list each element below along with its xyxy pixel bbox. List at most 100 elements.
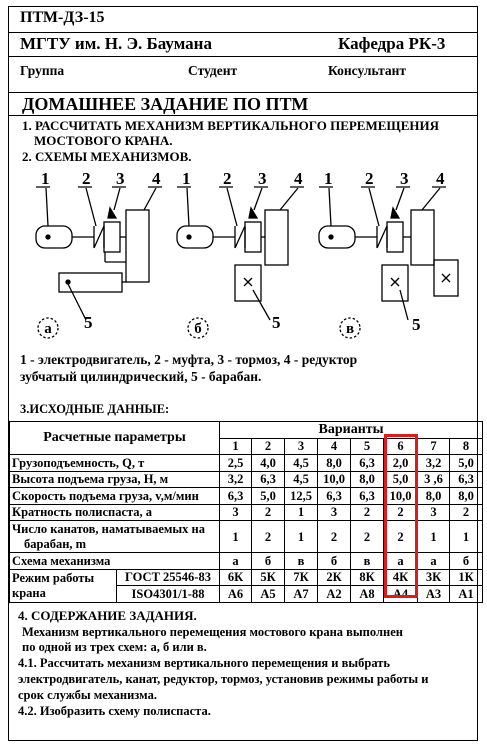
variant-6-highlight: [384, 434, 418, 598]
table-cell: 3К: [417, 568, 450, 586]
consultant-label: Консультант: [328, 63, 407, 78]
table-cell: А5: [251, 585, 285, 603]
table-cell: 5К: [251, 568, 285, 586]
scheme-a-num-1: 1: [41, 169, 50, 188]
table-cell: 1К: [448, 568, 484, 586]
scheme-a-num-3: 3: [116, 169, 125, 188]
table-cell: 2: [448, 503, 484, 521]
variant-number: 7: [417, 437, 450, 455]
table-cell: 1: [284, 520, 318, 553]
variant-number: 1: [219, 437, 252, 455]
table-cell: 2: [251, 520, 285, 553]
table-cell: 12,5: [284, 487, 318, 505]
input-data-title: 3.ИСХОДНЫЕ ДАННЫЕ:: [20, 402, 170, 416]
table-cell: 4,5: [284, 454, 318, 472]
table-cell: в: [284, 552, 318, 570]
section4-line: по одной из трех схем: а, б или в.: [22, 640, 207, 654]
mode-label: Режим работы крана: [9, 568, 117, 603]
table-cell: 3 ,6: [417, 470, 450, 488]
scheme-b-num-5: 5: [272, 313, 281, 332]
task-item-1: 1. РАССЧИТАТЬ МЕХАНИЗМ ВЕРТИКАЛЬНОГО ПЕР…: [22, 118, 439, 133]
divider: [8, 56, 478, 57]
table-cell: 8,0: [417, 487, 450, 505]
param-name: Высота подъема груза, Н, м: [9, 470, 220, 488]
table-cell: 1: [219, 520, 252, 553]
scheme-c-num-3: 3: [400, 169, 409, 188]
table-cell: а: [219, 552, 252, 570]
variant-number: 2: [251, 437, 285, 455]
table-cell: 6,3: [219, 487, 252, 505]
table-cell: 7К: [284, 568, 318, 586]
section4-line: 4.1. Рассчитать механизм вертикального п…: [18, 656, 391, 670]
divider: [8, 115, 478, 116]
table-cell: 1: [284, 503, 318, 521]
scheme-c-num-1: 1: [324, 169, 333, 188]
table-cell: 4,0: [251, 454, 285, 472]
table-cell: 8К: [350, 568, 384, 586]
table-cell: 3: [317, 503, 351, 521]
scheme-b-num-4: 4: [294, 169, 303, 188]
table-cell: 6,3: [350, 487, 384, 505]
table-cell: 1: [448, 520, 484, 553]
department-name: Кафедра РК-3: [338, 34, 446, 53]
table-cell: 6,3: [251, 470, 285, 488]
variant-number: 3: [284, 437, 318, 455]
group-label: Группа: [20, 63, 65, 78]
scheme-a-num-4: 4: [152, 169, 161, 188]
variant-numbers-row: 1 2 3 4 5 6 7 8: [10, 437, 484, 455]
table-cell: 8,0: [317, 454, 351, 472]
table-cell: А1: [448, 585, 484, 603]
table-cell: 2: [317, 520, 351, 553]
page-title: ДОМАШНЕЕ ЗАДАНИЕ ПО ПТМ: [22, 94, 309, 114]
table-cell: 2,5: [219, 454, 252, 472]
table-row: Грузоподъемность, Q, т 2,5 4,0 4,5 8,0 6…: [9, 454, 484, 472]
scheme-b-num-2: 2: [223, 169, 232, 188]
table-cell: 2К: [317, 568, 351, 586]
variant-number: 8: [448, 437, 484, 455]
task-item-1-cont: МОСТОВОГО КРАНА.: [34, 133, 173, 148]
table-cell: А6: [219, 585, 252, 603]
table-cell: 2: [251, 503, 285, 521]
param-name-line1: Число канатов, наматываемых на: [12, 521, 205, 536]
parameters-table: Расчетные параметры Варианты 1 2 3 4 5 6…: [9, 421, 484, 603]
doc-code: ПТМ-ДЗ-15: [20, 9, 105, 26]
scheme-b-num-1: 1: [182, 169, 191, 188]
scheme-c-label: в: [346, 321, 354, 337]
section4-line: срок службы механизма.: [18, 688, 157, 702]
table-row: Кратность полиспаста, а 3 2 1 3 2 2 3 2: [9, 503, 484, 521]
legend-line-2: зубчатый цилиндрический, 5 - барабан.: [20, 369, 262, 384]
scheme-a-label: а: [44, 321, 52, 337]
mode-label-line2: крана: [12, 585, 46, 600]
table-cell: 3: [219, 503, 252, 521]
param-name: Скорость подъема груза, v,м/мин: [9, 487, 220, 505]
table-cell: 2: [350, 503, 384, 521]
param-name: Схема механизма: [9, 552, 220, 570]
table-cell: 5,0: [251, 487, 285, 505]
table-cell: б: [317, 552, 351, 570]
variant-number: 5: [350, 437, 384, 455]
scheme-a-num-5: 5: [84, 313, 93, 332]
table-cell: 5,0: [448, 454, 484, 472]
scheme-b-num-3: 3: [258, 169, 267, 188]
university-name: МГТУ им. Н. Э. Баумана: [20, 34, 212, 53]
table-cell: 6,3: [317, 487, 351, 505]
task-item-2: 2. СХЕМЫ МЕХАНИЗМОВ.: [22, 149, 192, 164]
table-cell: а: [417, 552, 450, 570]
param-name-line2: барабан, m: [24, 536, 87, 551]
legend-line-1: 1 - электродвигатель, 2 - муфта, 3 - тор…: [20, 352, 358, 367]
scheme-c-num-2: 2: [365, 169, 374, 188]
param-header: Расчетные параметры: [9, 421, 220, 455]
table-cell: 6,3: [350, 454, 384, 472]
section4-line: 4.2. Изобразить схему полиспаста.: [18, 704, 211, 718]
table-cell: в: [350, 552, 384, 570]
section4-title: 4. СОДЕРЖАНИЕ ЗАДАНИЯ.: [18, 608, 197, 623]
param-name: Грузоподъемность, Q, т: [9, 454, 220, 472]
table-cell: 3,2: [219, 470, 252, 488]
scheme-a-num-2: 2: [82, 169, 91, 188]
table-cell: 6,3: [448, 470, 484, 488]
student-label: Студент: [188, 63, 238, 78]
table-cell: б: [251, 552, 285, 570]
table-cell: 4,5: [284, 470, 318, 488]
param-name: Число канатов, наматываемых на барабан, …: [9, 520, 220, 553]
scheme-b-label: б: [194, 321, 202, 337]
